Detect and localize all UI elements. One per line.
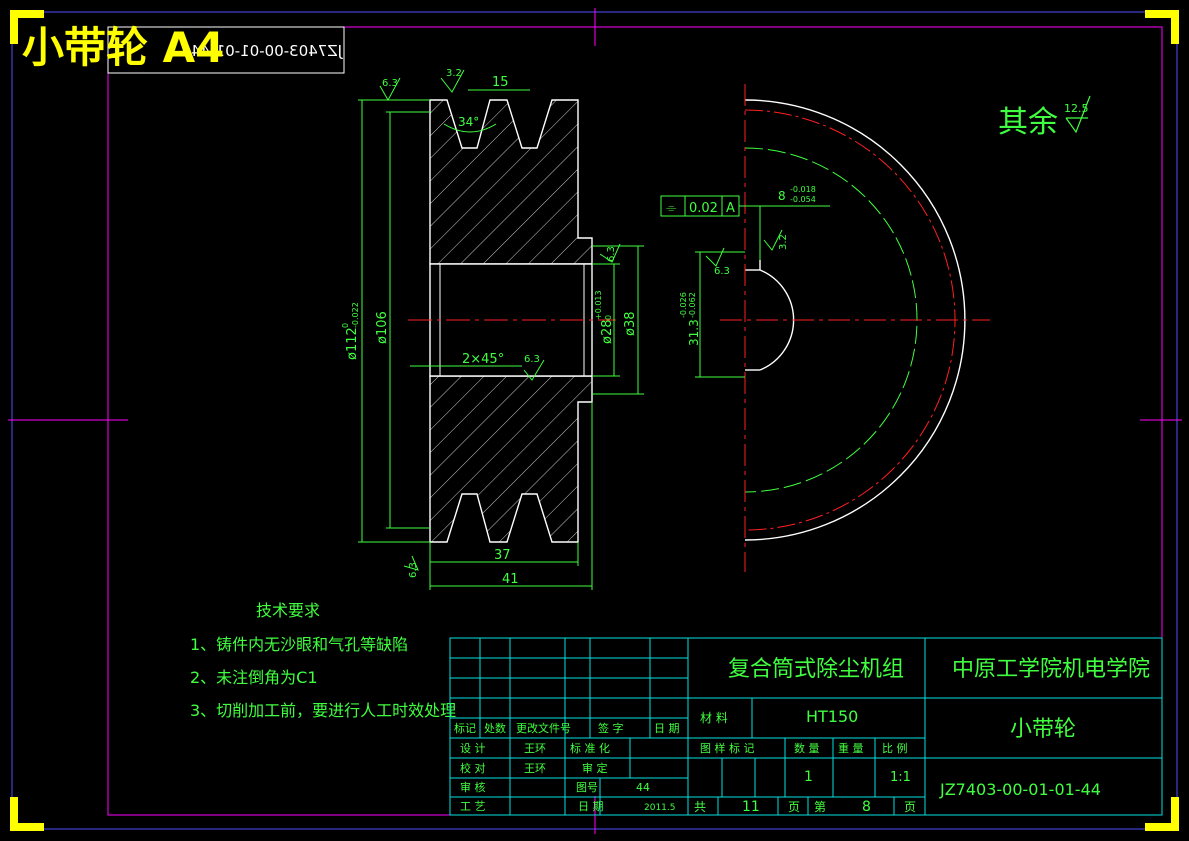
dia-112-tol-low: -0.022: [351, 302, 360, 328]
key-width: 8: [778, 189, 786, 203]
tb-hdr-mark: 标记: [454, 721, 476, 735]
groove-angle-arc: [443, 123, 497, 133]
tb-hdr-date: 日 期: [654, 722, 680, 735]
width-41: 41: [502, 572, 519, 587]
tb-design-label: 设 计: [460, 742, 486, 755]
geo-datum: A: [726, 201, 735, 216]
remaining-label: 其余: [998, 105, 1058, 140]
tb-project: 复合筒式除尘机组: [728, 657, 904, 682]
tech-notes: 技术要求 1、铸件内无沙眼和气孔等缺陷 2、未注倒角为C1 3、切削加工前，要进…: [190, 601, 456, 720]
tb-qty-label: 数 量: [794, 742, 820, 755]
dia-28: ø28: [600, 320, 615, 345]
tb-weight-label: 重 量: [838, 741, 864, 755]
tb-review-label: 审 定: [582, 761, 608, 775]
geo-sym: ⌯: [666, 201, 677, 216]
key-r63: 6.3: [714, 266, 730, 277]
width-37: 37: [494, 548, 511, 563]
code-box: [107, 26, 345, 74]
key-depth-tol-low: -0.062: [688, 292, 697, 318]
title-block-text: 复合筒式除尘机组 中原工学院机电学院 小带轮 材 料 HT150 JZ7403-…: [454, 657, 1150, 815]
corner-marks: [10, 10, 1179, 831]
tb-total-label: 共: [694, 800, 706, 814]
section-upper: [429, 99, 593, 265]
r63-bore: 6.3: [524, 354, 540, 365]
tb-page-label: 页: [788, 800, 800, 814]
key-r32: 3.2: [778, 234, 789, 250]
groove-pitch: 15: [492, 75, 509, 90]
tb-date-value: 2011.5: [644, 803, 676, 813]
key-tol-low: -0.054: [790, 195, 816, 204]
sheet-title: 小带轮 A4: [22, 23, 224, 72]
note-1: 1、铸件内无沙眼和气孔等缺陷: [190, 635, 408, 654]
r63-bottom: 6.3: [408, 562, 419, 578]
tb-drawing-no: JZ7403-00-01-01-44: [939, 780, 1101, 799]
title-block: [449, 637, 1163, 816]
remaining-value: 12.5: [1064, 102, 1089, 115]
tb-seq-label: 第: [814, 800, 826, 814]
dia-28-tol-low: 0: [604, 315, 613, 320]
left-view-labels: 3.2 6.3 15 34° ø112 0 -0.022 ø106 ø28 +0…: [341, 68, 638, 587]
notes-heading: 技术要求: [256, 601, 320, 620]
tb-school: 中原工学院机电学院: [952, 657, 1150, 682]
tb-material: HT150: [806, 707, 858, 726]
key-tol-up: -0.018: [790, 185, 816, 194]
key-depth: 31.3: [687, 319, 701, 346]
tb-date-label: 日 期: [578, 800, 604, 813]
note-2: 2、未注倒角为C1: [190, 668, 318, 687]
tb-qty-value: 1: [804, 769, 813, 785]
r32-top: 3.2: [446, 68, 462, 79]
tb-seq-page: 8: [862, 799, 871, 815]
tb-check-label: 校 对: [460, 761, 486, 775]
geo-tol: 0.02: [689, 201, 718, 216]
groove-angle: 34°: [458, 115, 479, 129]
key-labels: 8 -0.018 -0.054 3.2 6.3 31.3 -0.026 -0.0…: [679, 185, 816, 346]
chamfer: 2×45°: [462, 352, 504, 367]
tb-total-pages: 11: [742, 799, 760, 815]
tb-design-name: 王环: [524, 742, 546, 755]
r63-side: 6.3: [606, 246, 617, 262]
dia-112-tol-up: 0: [341, 323, 350, 328]
tb-figno-value: 44: [636, 781, 650, 794]
tb-figno-label: 图号: [576, 781, 598, 794]
section-lower: [429, 375, 593, 543]
tb-hdr-doc: 更改文件号: [516, 721, 571, 735]
dia-38: ø38: [623, 312, 638, 337]
tb-process-label: 工 艺: [460, 800, 486, 813]
mirrored-code: JZ7403-00-01-01-44: [191, 42, 343, 60]
tb-part-name: 小带轮: [1010, 717, 1076, 742]
tb-stage-label: 图 样 标 记: [700, 741, 755, 755]
tb-hdr-count: 处数: [484, 722, 506, 735]
end-view: [720, 84, 990, 572]
tb-page-label2: 页: [904, 800, 916, 814]
tb-hdr-sign: 签 字: [598, 721, 624, 735]
key-depth-tol-up: -0.026: [679, 292, 688, 318]
key-dims: [695, 205, 830, 378]
tb-check-name: 王环: [524, 762, 546, 775]
tb-scale-value: 1:1: [890, 770, 911, 785]
dia-28-tol-up: +0.013: [594, 290, 603, 320]
tb-scale-label: 比 例: [882, 741, 908, 755]
dimension-lines: [358, 89, 644, 590]
tb-material-label: 材 料: [700, 711, 728, 725]
note-3: 3、切削加工前，要进行人工时效处理: [190, 701, 456, 720]
centering-marks: [8, 8, 1182, 834]
dia-106: ø106: [375, 311, 390, 344]
roughness-symbols: [379, 69, 621, 571]
geo-tolerance-frame: ⌯ 0.02 A: [660, 195, 740, 217]
tb-std-label: 标 准 化: [570, 741, 610, 755]
remaining-roughness: 其余 12.5: [998, 95, 1091, 140]
dia-112: ø112: [345, 327, 360, 360]
r63-topleft: 6.3: [382, 78, 398, 89]
tb-audit-label: 审 核: [460, 780, 486, 794]
